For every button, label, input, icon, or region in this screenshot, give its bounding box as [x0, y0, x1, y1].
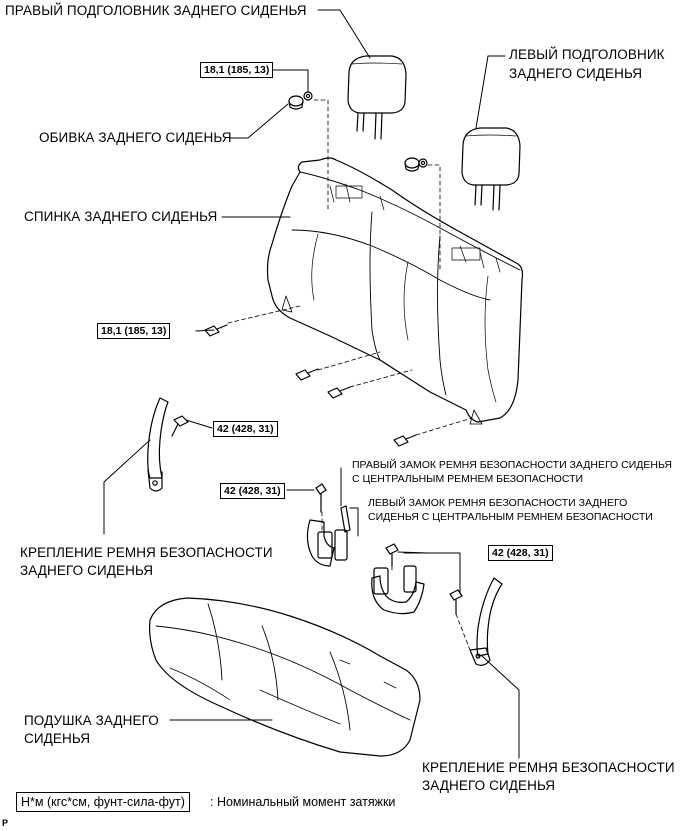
left-buckle-part — [371, 543, 425, 615]
assembly-dashed-lines — [227, 99, 473, 651]
right-buckle-part — [306, 483, 351, 567]
label-left-buckle-line1: ЛЕВЫЙ ЗАМОК РЕМНЯ БЕЗОПАСНОСТИ ЗАДНЕГО — [368, 497, 628, 509]
label-right-buckle-line1: ПРАВЫЙ ЗАМОК РЕМНЯ БЕЗОПАСНОСТИ ЗАДНЕГО … — [352, 459, 672, 471]
headrest-support-left — [288, 95, 304, 110]
headrest-nut-right — [418, 158, 428, 168]
label-cushion-line1: ПОДУШКА ЗАДНЕГО — [24, 713, 159, 728]
right-headrest-part — [347, 55, 407, 140]
torque-anchor-bolt-left: 42 (428, 31) — [213, 421, 278, 437]
torque-headrest-nut: 18,1 (185, 13) — [200, 62, 274, 78]
label-left-headrest-line2: ЗАДНЕГО СИДЕНЬЯ — [509, 66, 643, 81]
seatback-bolt-1 — [204, 324, 228, 337]
label-left-headrest-line1: ЛЕВЫЙ ПОДГОЛОВНИК — [509, 47, 665, 62]
legend-description: : Номинальный момент затяжки — [210, 795, 396, 809]
seat-cushion-part — [149, 597, 421, 757]
seatback-bolt-2 — [295, 368, 319, 381]
label-belt-anchor-left-line2: ЗАДНЕГО СИДЕНЬЯ — [20, 563, 154, 578]
headrest-nut-left — [303, 91, 313, 101]
headrest-support-right — [404, 157, 420, 172]
leader-lines — [103, 9, 520, 759]
label-seat-trim: ОБИВКА ЗАДНЕГО СИДЕНЬЯ — [39, 130, 232, 145]
torque-right-buckle-bolt: 42 (428, 31) — [220, 483, 285, 499]
belt-anchor-right-part — [449, 577, 503, 666]
label-right-buckle-line2: С ЦЕНТРАЛЬНЫМ РЕМНЕМ БЕЗОПАСНОСТИ — [352, 473, 584, 485]
label-right-headrest: ПРАВЫЙ ПОДГОЛОВНИК ЗАДНЕГО СИДЕНЬЯ — [5, 3, 307, 18]
left-headrest-part — [461, 127, 521, 211]
label-left-buckle-line2: СИДЕНЬЯ С ЦЕНТРАЛЬНЫМ РЕМНЕМ БЕЗОПАСНОСТ… — [368, 511, 653, 523]
belt-anchor-left-part — [147, 397, 189, 492]
seatback-bolt-4 — [393, 434, 417, 447]
seat-back-part — [266, 157, 524, 425]
seatback-bolt-3 — [327, 386, 351, 399]
torque-seatback-bolt: 18,1 (185, 13) — [97, 323, 171, 339]
label-belt-anchor-right-line2: ЗАДНЕГО СИДЕНЬЯ — [422, 778, 556, 793]
page-mark: P — [2, 818, 9, 828]
legend-unit-box: Н*м (кгс*см, фунт-сила-фут) — [16, 792, 190, 812]
torque-left-buckle-bolt: 42 (428, 31) — [488, 545, 553, 561]
label-belt-anchor-left-line1: КРЕПЛЕНИЕ РЕМНЯ БЕЗОПАСНОСТИ — [20, 545, 273, 560]
label-cushion-line2: СИДЕНЬЯ — [24, 731, 91, 746]
label-seat-back: СПИНКА ЗАДНЕГО СИДЕНЬЯ — [24, 209, 218, 224]
label-belt-anchor-right-line1: КРЕПЛЕНИЕ РЕМНЯ БЕЗОПАСНОСТИ — [422, 760, 675, 775]
